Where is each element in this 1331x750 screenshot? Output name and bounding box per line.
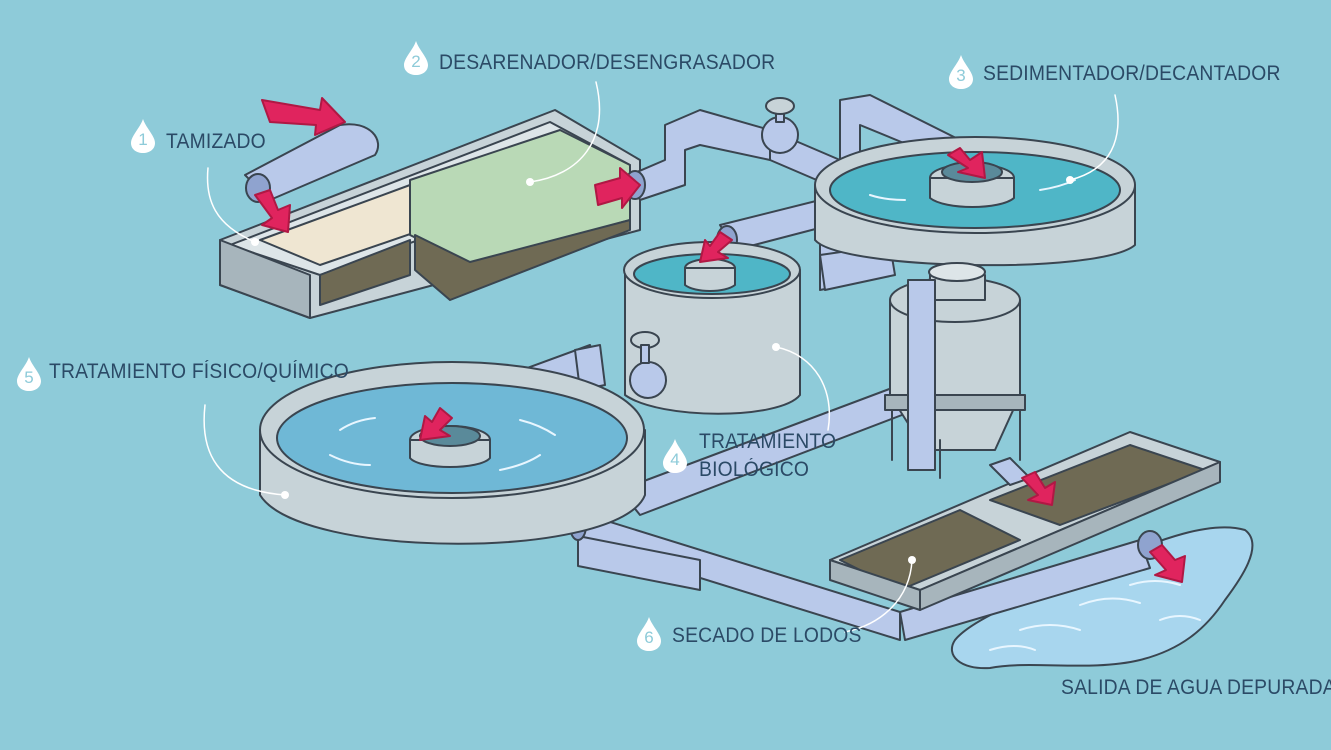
step-3-number: 3 — [956, 66, 966, 85]
step-6-number: 6 — [644, 628, 654, 647]
step-6-drop-icon: 6 — [636, 616, 662, 652]
step-5-number: 5 — [24, 368, 34, 387]
arrow-sand-exit — [594, 167, 641, 209]
leader-lines — [203, 81, 1119, 633]
flow-arrows — [254, 97, 1186, 583]
sludge-drying-beds — [829, 431, 1221, 611]
step-6-label: SECADO DE LODOS — [672, 624, 862, 647]
step-1-label: TAMIZADO — [166, 130, 266, 153]
step-1-drop-icon: 1 — [130, 118, 156, 154]
arrow-outlet — [1149, 544, 1186, 583]
step-2-drop-icon: 2 — [403, 40, 429, 76]
step-5-label: TRATAMIENTO FÍSICO/QUÍMICO — [49, 360, 349, 383]
bottom-pipe — [569, 384, 1151, 641]
step-4-label: TRATAMIENTO — [699, 430, 837, 453]
sedimentation-tank — [814, 136, 1136, 267]
physical-chemical-tank — [259, 361, 646, 545]
step-2-number: 2 — [411, 52, 421, 71]
step-2-label: DESARENADOR/DESENGRASADOR — [439, 51, 776, 74]
arrow-biological — [699, 231, 733, 263]
arrow-drying — [1021, 471, 1056, 506]
step-5-drop-icon: 5 — [16, 356, 42, 392]
step-3-drop-icon: 3 — [948, 54, 974, 90]
inlet-pipe — [244, 123, 380, 201]
step-4-label-line2: BIOLÓGICO — [699, 458, 810, 481]
arrow-sedimentation — [947, 147, 986, 179]
step-1-number: 1 — [138, 130, 148, 149]
arrow-physchem — [419, 407, 453, 441]
step-4-number: 4 — [670, 450, 680, 469]
sludge-silo — [884, 262, 1026, 479]
arrow-inlet — [261, 97, 346, 136]
arrow-screening — [254, 189, 291, 233]
biological-tank — [623, 241, 801, 415]
step-3-label: SEDIMENTADOR/DECANTADOR — [983, 62, 1281, 85]
step-4-drop-icon: 4 — [662, 438, 688, 474]
output-label: SALIDA DE AGUA DEPURADA — [1061, 676, 1331, 699]
valve-icon — [761, 97, 799, 154]
